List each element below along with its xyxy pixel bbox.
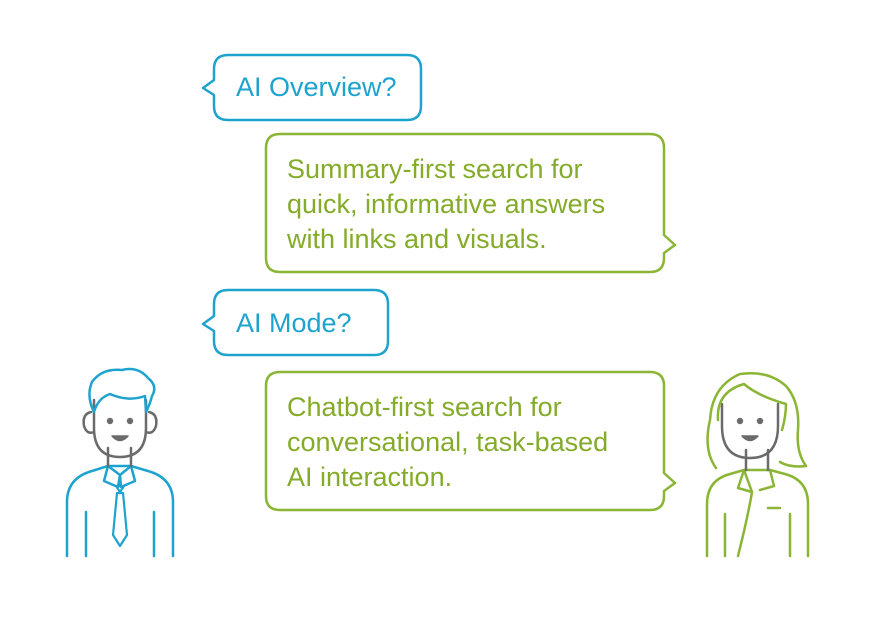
answer-bubble-2 <box>264 370 677 512</box>
text-line: with links and visuals. <box>287 224 547 254</box>
answer-text-1: Summary-first search for quick, informat… <box>287 152 605 257</box>
text-line: Chatbot-first search for <box>287 392 562 422</box>
text-line: AI Overview? <box>236 72 397 102</box>
man-avatar-icon <box>65 367 175 558</box>
text-line: quick, informative answers <box>287 189 606 219</box>
text-line: conversational, task-based <box>287 427 609 457</box>
answer-bubble-1 <box>264 132 677 274</box>
question-text-1: AI Overview? <box>236 70 397 105</box>
answer-text-2: Chatbot-first search for conversational,… <box>287 390 608 495</box>
question-bubble-1 <box>201 53 423 122</box>
question-text-2: AI Mode? <box>236 306 352 341</box>
text-line: AI Mode? <box>236 308 352 338</box>
question-bubble-2 <box>201 288 390 357</box>
text-line: Summary-first search for <box>287 154 583 184</box>
woman-avatar-icon <box>705 372 810 558</box>
text-line: AI interaction. <box>287 462 453 492</box>
